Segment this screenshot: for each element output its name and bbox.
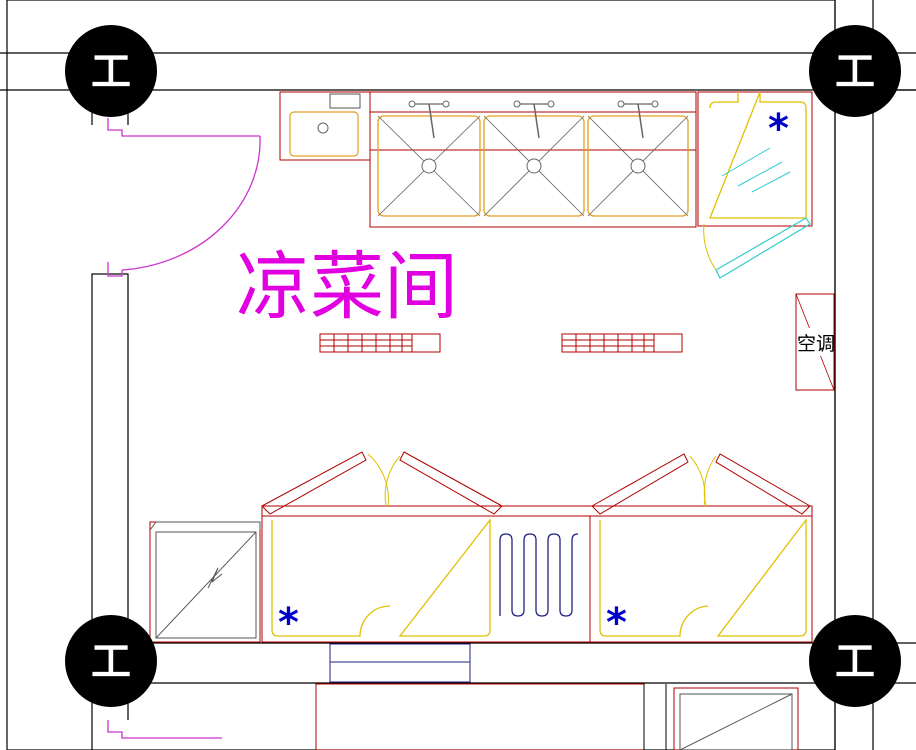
column-top-left: 工 <box>65 25 157 117</box>
column-glyph: 工 <box>91 49 131 95</box>
shelf-rack-left <box>319 333 441 353</box>
column-glyph: 工 <box>91 639 131 685</box>
entry-door <box>107 118 261 739</box>
sink-basin-1 <box>377 100 481 217</box>
air-conditioner-label: 空调 <box>797 333 835 355</box>
refrigerated-counter: * * <box>261 451 813 646</box>
air-conditioner: 空调 <box>795 293 835 391</box>
shelf-rack-right <box>561 333 683 353</box>
tall-cabinet <box>149 521 261 643</box>
refrigeration-marker-2: * <box>278 600 299 646</box>
refrigeration-marker-3: * <box>606 600 627 646</box>
refrigeration-marker-1: * <box>768 106 789 152</box>
hand-wash-sink <box>279 91 371 161</box>
sink-basin-2 <box>483 100 585 217</box>
lower-room-fixtures <box>315 643 799 750</box>
column-top-right: 工 <box>809 25 901 117</box>
triple-sink <box>369 91 697 228</box>
sink-basin-3 <box>587 100 689 217</box>
display-cabinet: * <box>697 91 813 279</box>
column-glyph: 工 <box>835 639 875 685</box>
column-bottom-left: 工 <box>65 615 157 707</box>
column-bottom-right: 工 <box>809 615 901 707</box>
column-glyph: 工 <box>835 49 875 95</box>
room-title: 凉菜间 <box>236 244 458 330</box>
